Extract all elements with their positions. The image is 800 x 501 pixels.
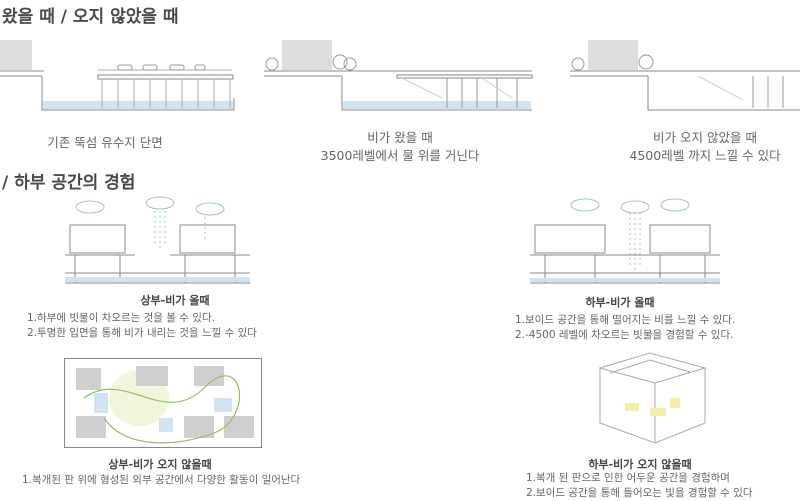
upper-dry-plan (64, 358, 262, 448)
panel-lower-rain-line-1: 1.보이드 공간을 통해 떨어지는 비를 느낄 수 있다. (515, 314, 736, 326)
panel-upper-rain-line-1: 1.하부에 빗물이 차오르는 것을 볼 수 있다. (27, 312, 215, 324)
lower-rain-diagram (530, 198, 720, 284)
section-dry-diagram (570, 40, 800, 111)
section1-title: 왔을 때 / 오지 않았을 때 (2, 7, 179, 27)
caption-rain-1: 비가 왔을 때 (367, 130, 433, 145)
building-block (0, 40, 32, 70)
panel-lower-dry-line-1: 1.복개 된 판으로 인한 어두운 공간을 경험하며 (526, 472, 730, 484)
section-existing-diagram (0, 40, 235, 111)
caption-dry-2: 4500레벨 까지 느낄 수 있다 (629, 148, 781, 163)
panel-lower-rain-line-2: 2.-4500 레벨에 차오르는 빗물을 경험할 수 있다. (515, 329, 734, 341)
caption-existing: 기존 뚝섬 유수지 단면 (47, 135, 163, 150)
panel-lower-dry-line-2: 2.보이드 공간을 통해 들어오는 빛을 경험할 수 있다 (526, 487, 753, 499)
panel-lower-dry-title: 하부-비가 오지 않을때 (588, 458, 692, 471)
caption-dry-1: 비가 오지 않았을 때 (653, 130, 757, 145)
lower-dry-isometric (598, 352, 707, 444)
section2-title: / 하부 공간의 경험 (2, 173, 136, 193)
panel-lower-rain-title: 하부-비가 올때 (585, 296, 655, 309)
section-rain-diagram (264, 40, 533, 111)
water-area (43, 101, 233, 109)
caption-rain-2: 3500레벨에서 물 위를 거닌다 (320, 148, 480, 163)
panel-upper-dry-line-1: 1.복개된 판 위에 형성된 외부 공간에서 다양한 활동이 일어난다 (22, 474, 301, 486)
panel-upper-rain-line-2: 2.투명한 입면을 통해 비가 내리는 것을 느낄 수 있다 (27, 327, 257, 339)
upper-rain-diagram (65, 196, 250, 284)
panel-upper-dry-title: 상부-비가 오지 않을때 (108, 458, 212, 471)
panel-upper-rain-title: 상부-비가 올때 (140, 294, 210, 307)
